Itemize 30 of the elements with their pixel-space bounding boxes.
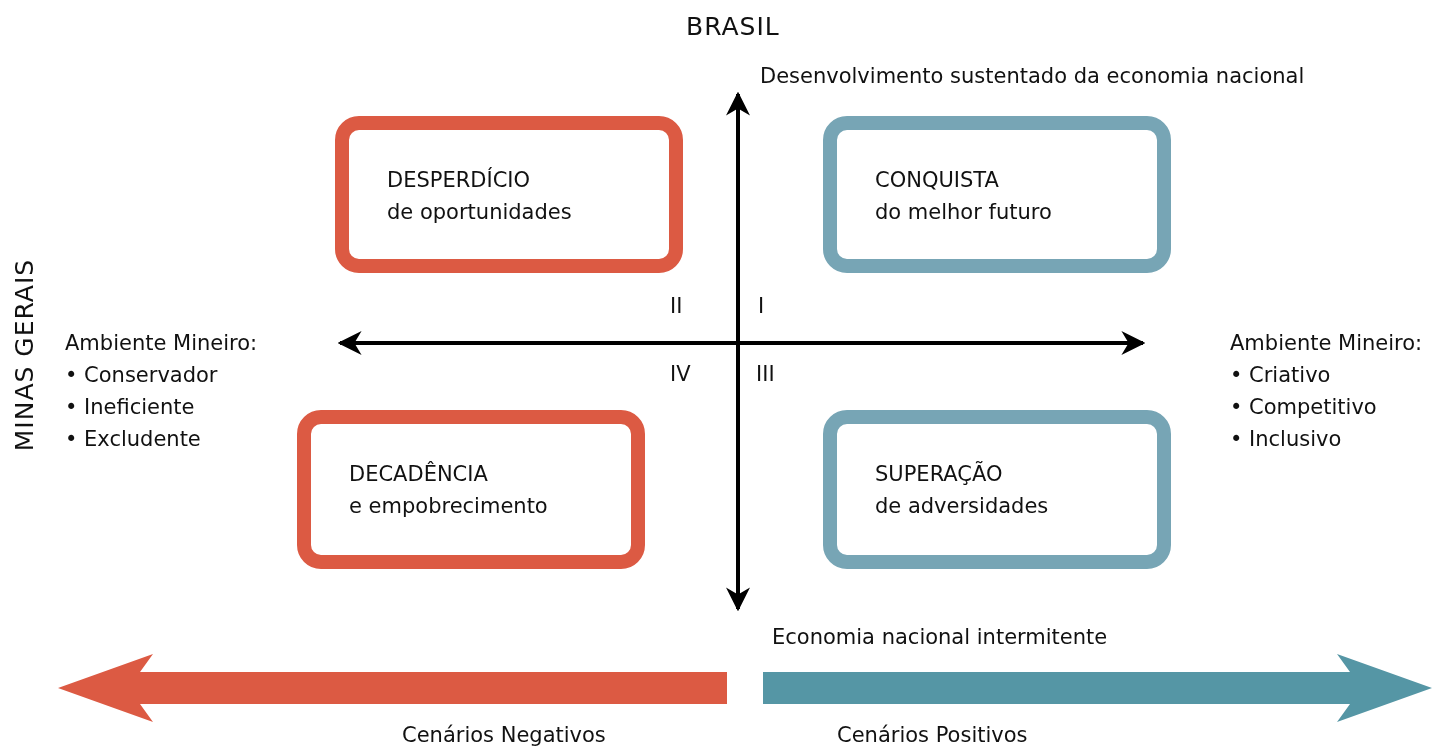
axis-title: BRASIL <box>686 14 780 40</box>
label: • Criativo <box>1230 362 1331 388</box>
scenario-title: CONQUISTA <box>875 167 1000 194</box>
label: • Conservador <box>65 362 218 388</box>
scenario-subtitle: do melhor futuro <box>875 199 1053 226</box>
label: II <box>670 293 683 319</box>
scenario-title: DECADÊNCIA <box>349 460 489 488</box>
scenario-title: SUPERAÇÃO <box>875 460 1004 488</box>
label: III <box>756 361 775 387</box>
label: IV <box>670 361 691 387</box>
scenario-box <box>823 116 1171 273</box>
scenario-box <box>823 410 1171 569</box>
label: • Competitivo <box>1230 394 1377 420</box>
label: I <box>758 293 765 319</box>
label: • Inclusivo <box>1230 426 1342 452</box>
scenario-box <box>335 116 683 273</box>
label: • Ineficiente <box>65 394 195 420</box>
label: Desenvolvimento sustentado da economia nacional <box>760 63 1305 89</box>
label: Ambiente Mineiro: <box>1230 330 1423 356</box>
label: Cenários Positivos <box>837 722 1028 748</box>
scenario-subtitle: e empobrecimento <box>349 493 549 520</box>
label: Cenários Negativos <box>402 722 606 748</box>
scenario-box <box>297 410 645 569</box>
scenario-title: DESPERDÍCIO <box>387 166 532 194</box>
label: Ambiente Mineiro: <box>65 330 258 356</box>
label: • Excludente <box>65 426 201 452</box>
scenario-subtitle: de adversidades <box>875 493 1050 520</box>
label: Economia nacional intermitente <box>772 624 1108 650</box>
scenario-subtitle: de oportunidades <box>387 199 573 226</box>
axis-title: MINAS GERAIS <box>12 258 38 452</box>
